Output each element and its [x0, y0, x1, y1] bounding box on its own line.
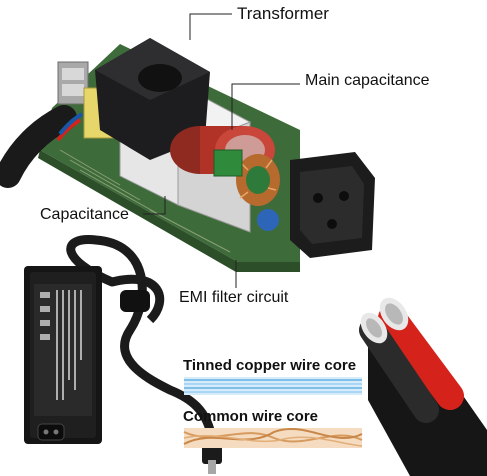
transformer-label: Transformer: [237, 4, 329, 23]
tinned-wire-label: Tinned copper wire core: [183, 357, 357, 374]
cable-cross-section: [359, 297, 487, 476]
main-capacitance-label: Main capacitance: [305, 72, 430, 89]
common-wire-label: Common wire core: [183, 408, 319, 425]
ac-socket: [290, 152, 375, 258]
power-adapter: [24, 235, 222, 474]
capacitance-label: Capacitance: [40, 206, 129, 223]
circuit-board: [0, 38, 375, 272]
emi-filter-label: EMI filter circuit: [179, 289, 289, 306]
emi-coil: [213, 149, 280, 206]
leader-lines: [143, 13, 300, 288]
common-wire-strip: [183, 427, 363, 448]
tinned-wire-strip: [184, 377, 362, 395]
transformer-part: [95, 38, 210, 160]
